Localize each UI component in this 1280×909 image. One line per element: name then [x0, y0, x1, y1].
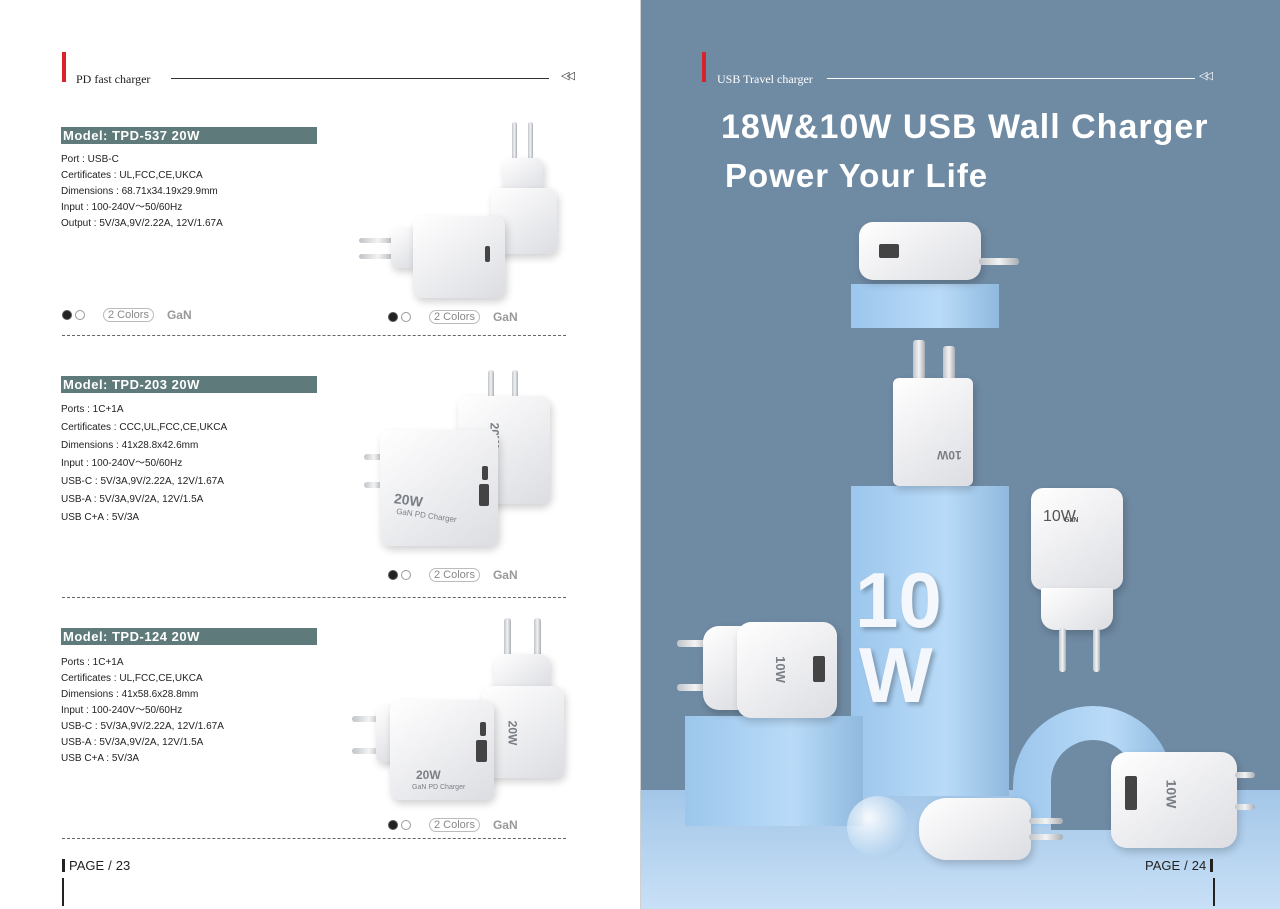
top-block: [851, 284, 999, 328]
accent-bar: [62, 52, 66, 82]
device-sublabel: GaN: [1064, 517, 1079, 524]
device-wattage: 20W: [505, 720, 520, 746]
page-edge-marker: [1213, 878, 1215, 906]
device-label: 10W: [1163, 779, 1180, 809]
color-swatch-black: [388, 312, 398, 322]
spec-line: USB-C : 5V/3A,9V/2.22A, 12V/1.67A: [61, 476, 224, 487]
spec-line: Input : 100-240V～50/60Hz: [61, 458, 183, 469]
color-options: 2 Colors GaN: [388, 818, 518, 832]
model-title: Model: TPD-203 20W: [61, 376, 317, 393]
page-number-left: PAGE / 23: [62, 858, 130, 873]
device-label: 10W: [1043, 508, 1076, 525]
charger-eu: [1031, 488, 1123, 590]
color-swatch-white: [401, 820, 411, 830]
device-label: 10W: [937, 448, 962, 462]
spec-line: Certificates : UL,FCC,CE,UKCA: [61, 170, 203, 181]
spec-line: Input : 100-240V～50/60Hz: [61, 705, 183, 716]
spec-line: Dimensions : 41x28.8x42.6mm: [61, 440, 199, 451]
spec-line: Certificates : CCC,UL,FCC,CE,UKCA: [61, 422, 228, 433]
section-divider: [62, 597, 566, 598]
header-rule: [827, 78, 1195, 79]
spec-line: Output : 5V/3A,9V/2.22A, 12V/1.67A: [61, 218, 223, 229]
device-subtext: GaN PD Charger: [412, 784, 466, 791]
section-divider: [62, 335, 566, 336]
colors-badge: 2 Colors: [429, 818, 480, 832]
charger-uk: [893, 378, 973, 486]
colors-badge: 2 Colors: [429, 310, 480, 324]
left-pillar: [685, 716, 863, 826]
subheadline: Power Your Life: [725, 157, 989, 194]
section-title: USB Travel charger: [717, 72, 813, 86]
gan-label: GaN: [166, 308, 192, 322]
spec-list: Ports : 1C+1A Certificates : CCC,UL,FCC,…: [61, 401, 227, 527]
page-edge-marker: [62, 878, 64, 906]
spec-line: USB-C : 5V/3A,9V/2.22A, 12V/1.67A: [61, 721, 224, 732]
spec-line: USB C+A : 5V/3A: [61, 512, 140, 523]
big-unit: W: [859, 631, 933, 719]
center-pillar: [851, 486, 1009, 796]
rewind-arrows-icon: ◁◁: [561, 70, 575, 82]
device-label: 10W: [772, 656, 788, 683]
spec-line: Ports : 1C+1A: [61, 404, 124, 415]
device-wattage: 20W: [416, 768, 441, 782]
section-divider: [62, 838, 566, 839]
product-image-tpd203: 20W 20W GaN PD Charger: [362, 366, 562, 551]
accent-bar: [702, 52, 706, 82]
rewind-arrows-icon: ◁◁: [1199, 70, 1213, 82]
headline: 18W&10W USB Wall Charger: [721, 108, 1209, 146]
color-options: 2 Colors GaN: [388, 568, 518, 582]
color-swatch-black: [62, 310, 72, 320]
spec-line: Input : 100-240V～50/60Hz: [61, 202, 183, 213]
spec-line: Dimensions : 68.71x34.19x29.9mm: [61, 186, 218, 197]
model-title: Model: TPD-124 20W: [61, 628, 317, 645]
color-swatch-white: [75, 310, 85, 320]
section-title: PD fast charger: [76, 72, 151, 86]
spec-line: USB-A : 5V/3A,9V/2A, 12V/1.5A: [61, 737, 204, 748]
color-swatch-white: [401, 312, 411, 322]
charger-bottom: [919, 798, 1031, 860]
color-options: 2 Colors GaN: [388, 310, 518, 324]
spec-line: Ports : 1C+1A: [61, 657, 124, 668]
glass-sphere: [847, 796, 909, 858]
left-page: PD fast charger ◁◁ Model: TPD-537 20W Po…: [61, 0, 641, 909]
spec-line: Port : USB-C: [61, 154, 119, 165]
spec-line: USB-A : 5V/3A,9V/2A, 12V/1.5A: [61, 494, 204, 505]
colors-badge: 2 Colors: [103, 308, 154, 322]
color-swatch-black: [388, 570, 398, 580]
gan-label: GaN: [492, 568, 518, 582]
spec-line: Certificates : UL,FCC,CE,UKCA: [61, 673, 203, 684]
color-options: 2 Colors GaN: [62, 308, 192, 322]
gan-label: GaN: [492, 818, 518, 832]
model-title: Model: TPD-537 20W: [61, 127, 317, 144]
spec-list: Ports : 1C+1A Certificates : UL,FCC,CE,U…: [61, 655, 224, 767]
color-swatch-white: [401, 570, 411, 580]
page-number-right: PAGE / 24: [1145, 858, 1214, 873]
colors-badge: 2 Colors: [429, 568, 480, 582]
big-number: 10: [855, 556, 942, 644]
charger-top: [859, 222, 981, 280]
product-image-tpd124: 20W 20W GaN PD Charger: [350, 614, 570, 804]
spec-list: Port : USB-C Certificates : UL,FCC,CE,UK…: [61, 152, 223, 232]
spec-line: USB C+A : 5V/3A: [61, 753, 140, 764]
spec-line: Dimensions : 41x58.6x28.8mm: [61, 689, 199, 700]
product-image-tpd537: [355, 118, 565, 303]
gan-label: GaN: [492, 310, 518, 324]
header-rule: [171, 78, 549, 79]
right-page: USB Travel charger ◁◁ 18W&10W USB Wall C…: [641, 0, 1280, 909]
color-swatch-black: [388, 820, 398, 830]
